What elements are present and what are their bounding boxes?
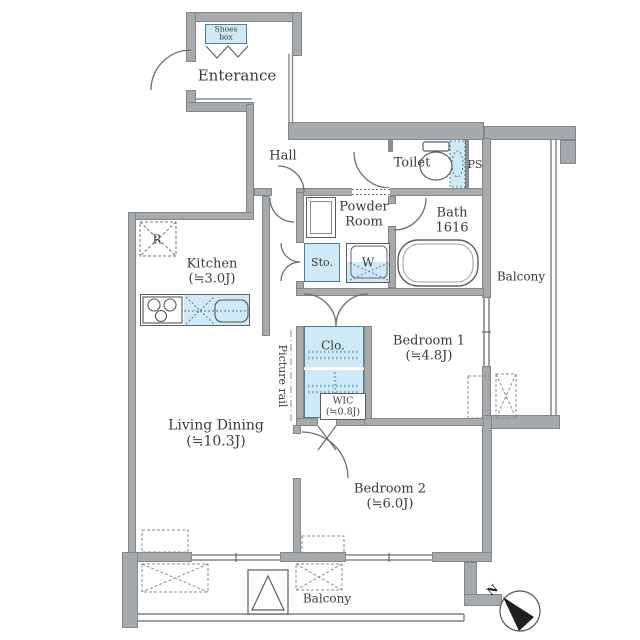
bath-door-arc (393, 197, 427, 231)
corridor-door-arc (269, 197, 295, 223)
storage-door-arc (280, 242, 301, 263)
bedroom2-label: Bedroom 2(≒6.0J) (353, 481, 427, 511)
wall (296, 192, 304, 243)
wall (128, 552, 192, 562)
wall (262, 196, 270, 336)
closet-door-arc (335, 293, 369, 327)
wall (296, 326, 304, 426)
wall (186, 102, 254, 112)
wall (280, 552, 346, 562)
door-arcs (150, 49, 427, 479)
wall (293, 425, 301, 434)
wall (482, 415, 560, 429)
wall (388, 196, 396, 204)
wic-label: WIC(≒0.8J) (325, 395, 361, 417)
wall (186, 90, 196, 112)
washer-drain-marks (349, 262, 389, 281)
wall (128, 212, 136, 562)
wall (288, 122, 484, 140)
wall (186, 12, 302, 22)
balcony-right-label: Balcony (496, 269, 546, 284)
washer-outline (350, 245, 388, 279)
wall (246, 104, 254, 220)
entrance-label: Enterance (197, 66, 277, 85)
closet-label: Clo. (321, 338, 345, 353)
balcony-bottom-label: Balcony (302, 591, 352, 606)
wall (388, 140, 393, 152)
bedroom2-door-arc (301, 431, 349, 479)
wall (464, 594, 502, 606)
wall (336, 418, 372, 426)
kitchen-sink (214, 299, 249, 323)
pipe-space-duct (449, 140, 466, 188)
balcony-railing (138, 140, 557, 622)
refrigerator-space (139, 221, 177, 257)
ac-outdoor-units (141, 373, 517, 593)
wall (296, 418, 318, 426)
evacuation-hatch (247, 569, 289, 615)
wall (432, 552, 492, 562)
shoes-box (205, 24, 247, 44)
compass-needle (503, 597, 534, 631)
thin-wall-lines (196, 54, 294, 124)
stove (142, 296, 183, 324)
storage-closet (304, 243, 340, 282)
wall (560, 140, 576, 164)
wall (186, 12, 196, 62)
wall (482, 366, 491, 418)
wall (296, 288, 484, 296)
kitchen-label: Kitchen(≒3.0J) (186, 256, 238, 286)
cabinet-door-marks (205, 45, 249, 59)
wall (364, 326, 372, 426)
wall (482, 138, 491, 298)
storage-label: Sto. (311, 255, 333, 269)
wall (364, 418, 484, 426)
ac-indoor-units (141, 375, 491, 554)
wall (128, 212, 254, 220)
living-dining-label: Living Dining(≒10.3J) (168, 417, 264, 449)
closet-door-arc (303, 293, 337, 327)
compass: N (485, 582, 541, 632)
entrance-door-arc (150, 49, 192, 91)
wall (484, 126, 576, 140)
wic-folding-door (317, 425, 337, 451)
wall (293, 478, 301, 555)
wall (254, 188, 272, 196)
washer-label: W (361, 255, 375, 270)
closet-divider (304, 367, 364, 370)
threshold (352, 188, 390, 196)
compass-north-label: N (485, 582, 501, 598)
wall (388, 226, 396, 288)
powder-door-arc (277, 165, 305, 193)
storage-door-arc (280, 261, 301, 282)
wall (482, 415, 492, 562)
counter-marks (184, 296, 248, 325)
bathtub (397, 239, 479, 287)
wic-label-box (320, 393, 366, 420)
bedroom1-label: Bedroom 1(≒4.8J) (392, 333, 466, 363)
windows (192, 298, 491, 562)
toilet-door-arc (353, 151, 391, 189)
toilet-fixture (419, 141, 453, 181)
wall (292, 12, 302, 56)
wall (464, 140, 469, 188)
pipe-space-label: PS (467, 157, 483, 171)
picture-rail-label: Picture rail (276, 344, 290, 408)
toilet-label: Toilet (393, 155, 431, 171)
vanity-mirror (310, 201, 332, 234)
hall-label: Hall (269, 148, 297, 164)
wall (122, 552, 138, 628)
refrigerator-label: R (152, 232, 162, 247)
